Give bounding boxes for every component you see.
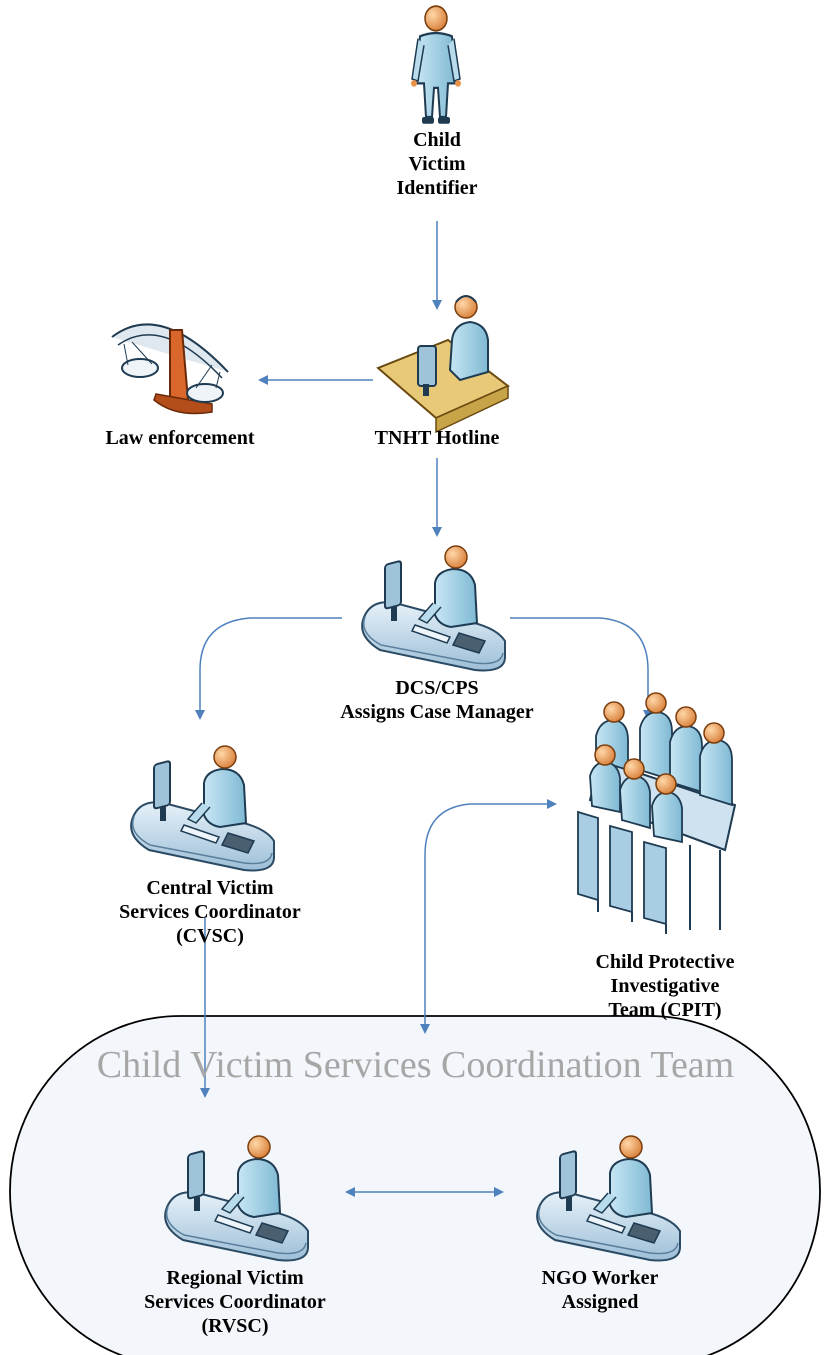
- dcs-cps-label-line1: DCS/CPS: [395, 677, 479, 699]
- child-victim-label-line1: Child: [413, 129, 461, 151]
- hotline-label: TNHT Hotline: [337, 426, 537, 450]
- child-victim-label-line2: Victim: [408, 153, 466, 175]
- rvsc-label: Regional Victim Services Coordinator (RV…: [115, 1266, 355, 1338]
- scales-of-justice-icon: [111, 323, 229, 415]
- cvsc-label-line3: (CVSC): [176, 925, 244, 947]
- coordination-team-title: Child Victim Services Coordination Team: [96, 1044, 735, 1086]
- ngo-label-line1: NGO Worker: [541, 1267, 659, 1289]
- cvsc-label-line1: Central Victim: [146, 877, 274, 899]
- child-victim-label: Child Victim Identifier: [337, 128, 537, 200]
- arrow-cpit-to-team: [420, 799, 557, 1034]
- cpit-label-line1: Child Protective: [595, 951, 735, 973]
- dcs-cps-label: DCS/CPS Assigns Case Manager: [307, 676, 567, 724]
- coordination-team-region: [9, 1015, 821, 1355]
- cpit-label-line2: Investigative: [610, 975, 720, 997]
- law-enforcement-label-line1: Law enforcement: [105, 427, 255, 449]
- cvsc-workstation-icon: [130, 745, 275, 872]
- rvsc-label-line1: Regional Victim: [166, 1267, 304, 1289]
- rvsc-label-line2: Services Coordinator: [144, 1291, 326, 1313]
- dcs-cps-workstation-icon: [361, 545, 506, 672]
- cvsc-label-line2: Services Coordinator: [119, 901, 301, 923]
- hotline-label-line1: TNHT Hotline: [374, 427, 500, 449]
- hotline-operator-icon: [376, 295, 510, 434]
- dcs-cps-label-line2: Assigns Case Manager: [340, 701, 534, 723]
- ngo-label-line2: Assigned: [561, 1291, 639, 1313]
- child-victim-label-line3: Identifier: [396, 177, 478, 199]
- arrow-dcs-to-cvsc: [195, 617, 342, 720]
- meeting-team-icon: [577, 692, 737, 934]
- law-enforcement-label: Law enforcement: [70, 426, 290, 450]
- cpit-label-line3: Team (CPIT): [608, 999, 722, 1021]
- cvsc-label: Central Victim Services Coordinator (CVS…: [90, 876, 330, 948]
- ngo-label: NGO Worker Assigned: [490, 1266, 710, 1314]
- arrow-dcs-to-cpit: [510, 617, 653, 720]
- cpit-label: Child Protective Investigative Team (CPI…: [545, 950, 785, 1022]
- rvsc-label-line3: (RVSC): [201, 1315, 269, 1337]
- child-victim-icon: [409, 4, 463, 125]
